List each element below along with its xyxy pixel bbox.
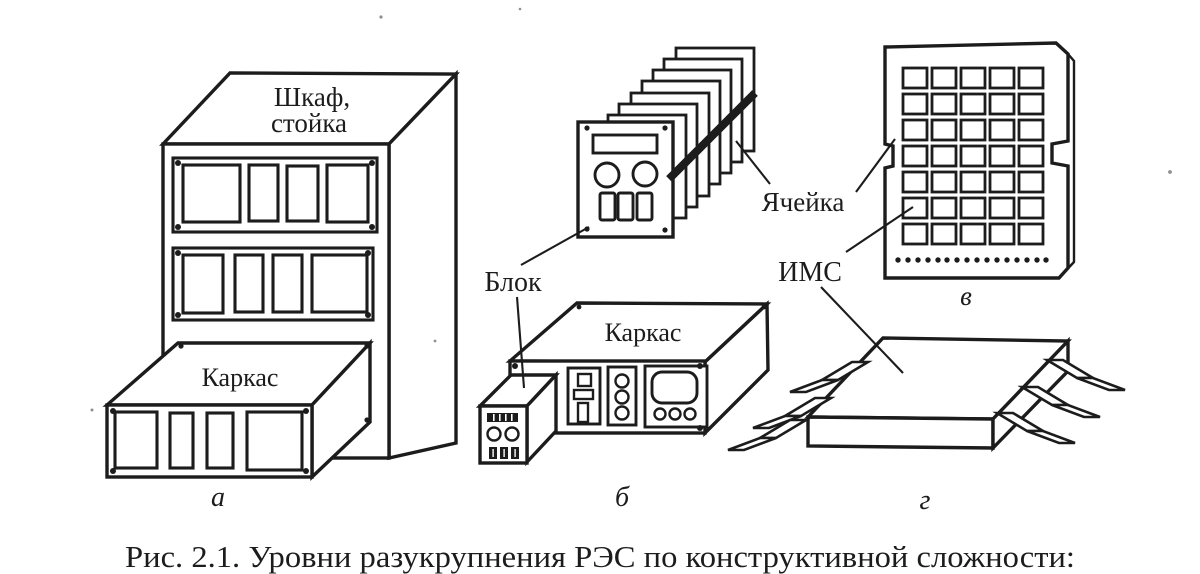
label-cabinet-line2: стойка	[271, 108, 347, 138]
chip-leads-left	[727, 360, 873, 452]
leader-block-to-stack	[520, 226, 590, 266]
label-block: Блок	[484, 267, 542, 298]
leader-cell-label-to-board	[855, 138, 896, 193]
ic-grid	[901, 66, 1045, 246]
figure-a-cabinet	[102, 69, 460, 481]
chassis-frame-b	[505, 300, 772, 438]
scan-specks	[90, 7, 1172, 412]
leader-stack-to-cell-label	[735, 140, 771, 185]
leader-block-to-block	[515, 296, 526, 389]
edge-contact-dots	[895, 257, 1049, 263]
module-panel-1	[566, 366, 602, 426]
mounting-bar	[666, 90, 758, 182]
leader-ims-to-chip	[820, 286, 904, 374]
figure-caption: Рис. 2.1. Уровни разукрупнения РЭС по ко…	[125, 539, 1075, 574]
subfigure-letter-g: г	[920, 485, 931, 516]
chip-leads-right	[992, 358, 1126, 445]
chip-front-face	[806, 415, 995, 450]
equipment-panel-row-2	[171, 246, 375, 322]
subfigure-letter-v: в	[960, 281, 972, 311]
leader-ims-to-board	[845, 206, 914, 253]
module-panel-3	[643, 364, 709, 429]
label-cabinet-line1: Шкаф,	[274, 82, 350, 112]
panel-display-window	[591, 133, 659, 155]
panel-knob	[593, 161, 621, 189]
pcb-cell-board	[883, 41, 1076, 280]
label-ims: ИМС	[778, 257, 842, 288]
ims-chip	[727, 336, 1126, 453]
diagram-labels: Шкаф, стойка Каркас Каркас Блок Ячейка И…	[125, 82, 1075, 574]
crt-screen	[650, 370, 699, 405]
module-panel-2	[606, 365, 638, 427]
label-frame-a: Каркас	[202, 363, 279, 392]
subfigure-letter-b: б	[615, 482, 630, 513]
pulled-out-frame	[102, 338, 374, 481]
label-frame-b: Каркас	[605, 318, 682, 347]
label-cell: Ячейка	[762, 187, 845, 217]
panel-knob	[631, 160, 659, 188]
equipment-panel-row-1	[171, 156, 379, 234]
cell-card-stack	[576, 46, 758, 239]
cabinet-side-face	[387, 69, 458, 461]
subfigure-letter-a: а	[211, 482, 225, 513]
board-thickness-edge	[1059, 53, 1076, 278]
callout-leader-lines	[515, 138, 914, 389]
plug-in-block	[475, 370, 560, 467]
